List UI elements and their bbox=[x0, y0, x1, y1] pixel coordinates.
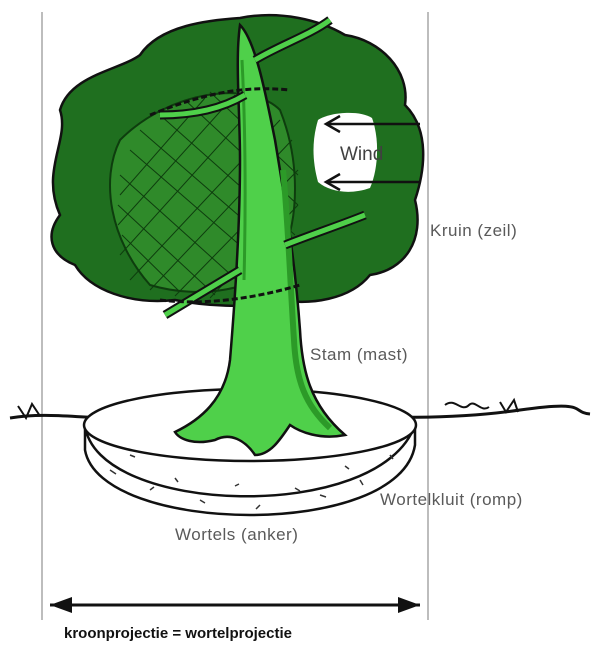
caption: kroonprojectie = wortelprojectie bbox=[64, 625, 292, 642]
label-trunk: Stam (mast) bbox=[310, 345, 408, 364]
projection-arrow bbox=[50, 597, 420, 613]
label-roots: Wortels (anker) bbox=[175, 525, 298, 544]
label-crown: Kruin (zeil) bbox=[430, 221, 517, 240]
label-wind: Wind bbox=[340, 144, 383, 165]
label-rootball: Wortelkluit (romp) bbox=[380, 490, 523, 509]
